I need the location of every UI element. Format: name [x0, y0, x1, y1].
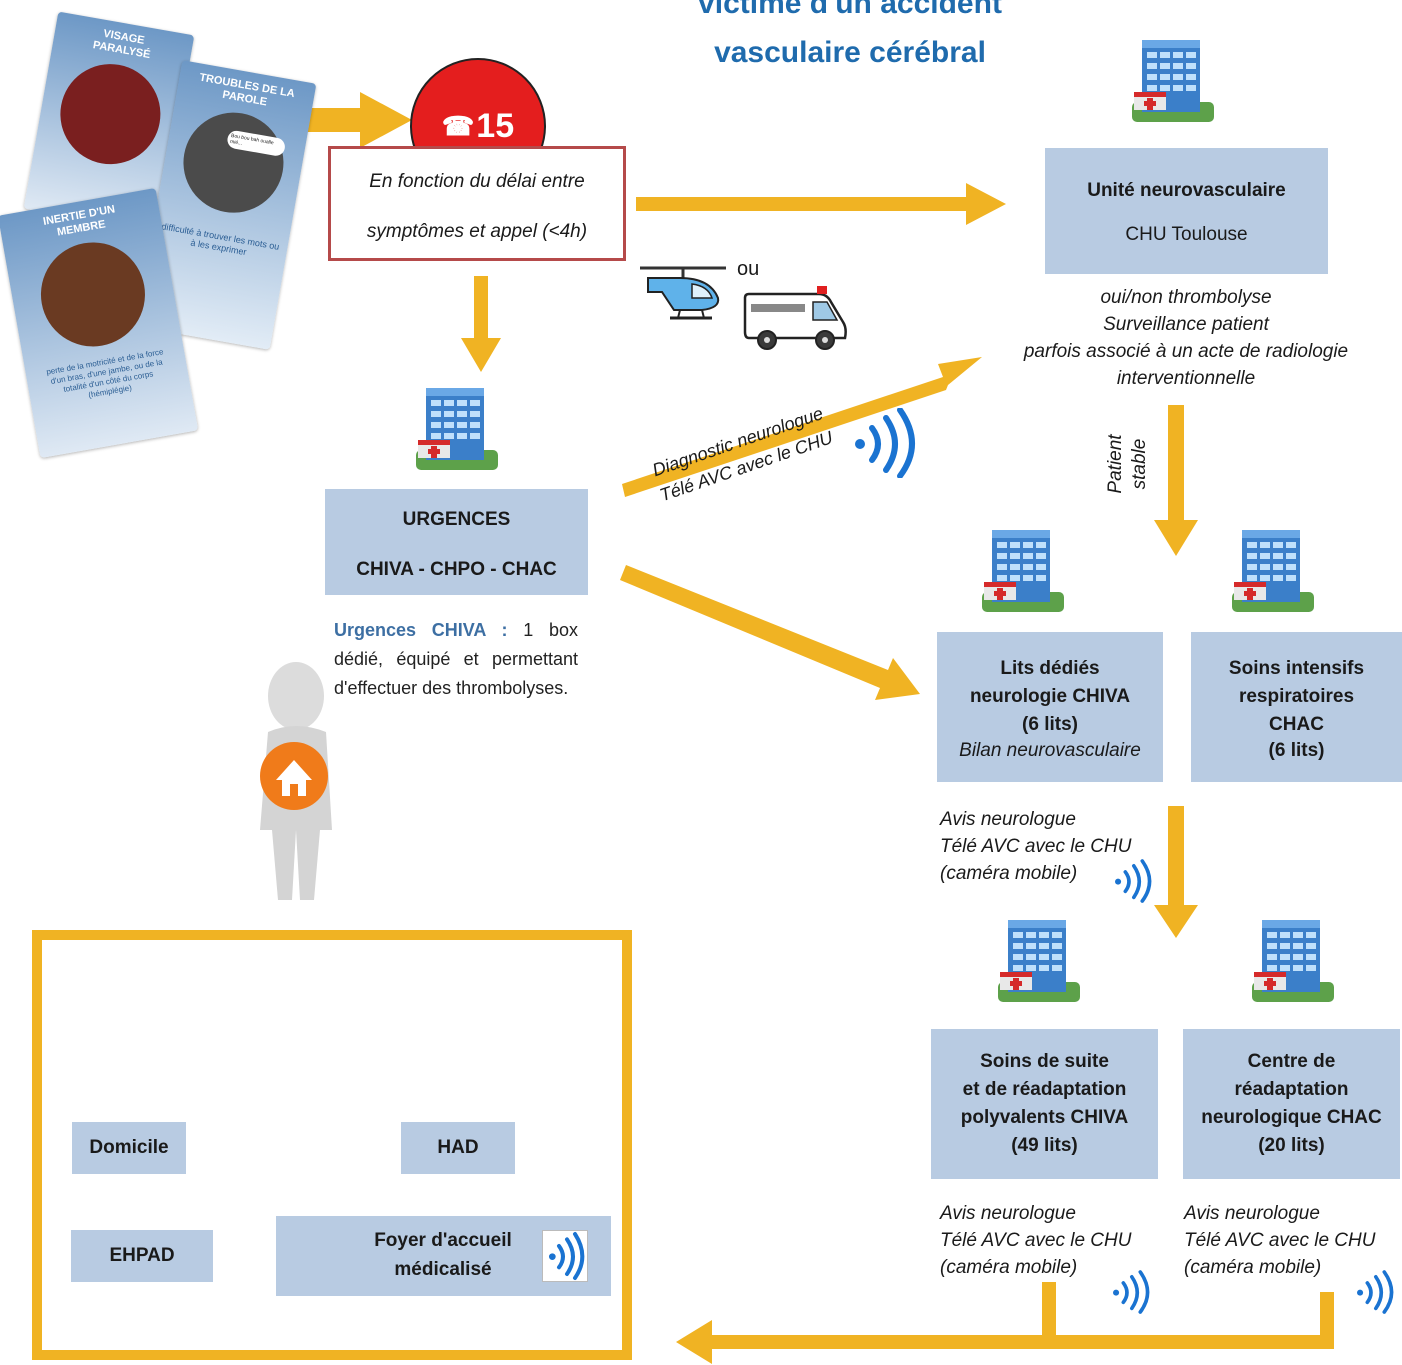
avis-right-line1: Avis neurologue	[1184, 1203, 1320, 1224]
hospital-icon	[416, 388, 498, 470]
neuro-unit-notes: oui/non thrombolyse Surveillance patient…	[996, 284, 1376, 392]
wifi-signal-icon	[1113, 1270, 1150, 1314]
hospital-icon	[998, 920, 1080, 1002]
ambulance-icon	[743, 286, 847, 350]
avis-left-label: Avis neurologue Télé AVC avec le CHU (ca…	[940, 1200, 1160, 1281]
arrow-diag-to-neuro	[622, 357, 982, 497]
neuro-note-3: parfois associé à un acte de radiologie	[1023, 341, 1349, 362]
neuro-note-2: Surveillance patient	[1103, 314, 1269, 335]
avis-left-line2: Télé AVC avec le CHU	[940, 1230, 1132, 1251]
avis-mid-line3: (caméra mobile)	[940, 863, 1078, 884]
avis-right-line3: (caméra mobile)	[1184, 1257, 1322, 1278]
speaking-woman-illustration: Bou bou bah oualle mié...	[175, 104, 292, 221]
arrow-to-lits	[620, 565, 920, 700]
destinations-frame	[32, 930, 632, 1360]
destination-domicile: Domicile	[72, 1122, 186, 1174]
symptom-card-speech-text: difficulté à trouver les mots ou à les e…	[160, 221, 281, 258]
destination-foyer: Foyer d'accueil médicalisé	[276, 1216, 611, 1296]
neuro-unit-subtitle: CHU Toulouse	[1125, 224, 1248, 245]
avis-left-line3: (caméra mobile)	[940, 1257, 1078, 1278]
man-illustration	[32, 234, 154, 355]
urgences-subtitle: CHIVA - CHPO - CHAC	[356, 559, 557, 580]
delay-box: En fonction du délai entre symptômes et …	[328, 146, 626, 261]
crn-box: Centre de réadaptation neurologique CHAC…	[1183, 1029, 1400, 1179]
soins-line4: (6 lits)	[1268, 740, 1325, 761]
lits-dedies-box: Lits dédiés neurologie CHIVA (6 lits) Bi…	[937, 632, 1163, 782]
lits-line4: Bilan neurovasculaire	[959, 740, 1141, 761]
avis-right-line2: Télé AVC avec le CHU	[1184, 1230, 1376, 1251]
avis-mid-line1: Avis neurologue	[940, 809, 1076, 830]
soins-line1: Soins intensifs	[1228, 658, 1365, 679]
arrow-to-rehab	[1154, 806, 1198, 938]
ssr-line1: Soins de suite	[980, 1051, 1109, 1072]
ssr-line4: (49 lits)	[1011, 1135, 1078, 1156]
destination-had: HAD	[401, 1122, 515, 1174]
lits-line1: Lits dédiés	[1000, 658, 1100, 679]
soins-intensifs-box: Soins intensifs respiratoires CHAC (6 li…	[1191, 632, 1402, 782]
home-person-icon	[260, 662, 332, 900]
page-title-line2: vasculaire cérébral	[714, 36, 986, 69]
neuro-note-1: oui/non thrombolyse	[1100, 287, 1272, 308]
wifi-signal-icon	[1115, 859, 1152, 903]
elderly-woman-illustration	[52, 56, 169, 173]
urgences-desc-text: 1 box dédié, équipé et permettant d'effe…	[334, 620, 578, 698]
foyer-line1: Foyer d'accueil	[374, 1230, 512, 1251]
destination-ehpad: EHPAD	[71, 1230, 213, 1282]
crn-line4: (20 lits)	[1258, 1135, 1325, 1156]
urgences-description: Urgences CHIVA : 1 box dédié, équipé et …	[334, 616, 578, 703]
soins-line2: respiratoires	[1238, 686, 1355, 707]
neuro-unit-title: Unité neurovasculaire	[1087, 180, 1286, 201]
samu-number: 15	[476, 106, 515, 145]
soins-line3: CHAC	[1269, 714, 1324, 735]
wifi-signal-icon	[1357, 1270, 1394, 1314]
crn-line2: réadaptation	[1234, 1079, 1349, 1100]
delay-line2: symptômes et appel (<4h)	[366, 221, 588, 242]
crn-line1: Centre de	[1247, 1051, 1336, 1072]
foyer-line2: médicalisé	[394, 1259, 492, 1280]
transport-or-label: ou	[737, 258, 760, 280]
hospital-icon	[1232, 530, 1314, 612]
crn-line3: neurologique CHAC	[1201, 1107, 1382, 1128]
avis-left-line1: Avis neurologue	[940, 1203, 1076, 1224]
page-title-line1: victime d'un accident	[698, 0, 1002, 20]
urgences-box: URGENCES CHIVA - CHPO - CHAC	[325, 489, 588, 595]
urgences-title: URGENCES	[402, 509, 511, 530]
lits-line2: neurologie CHIVA	[969, 686, 1131, 707]
arrow-to-samu	[302, 92, 412, 148]
wifi-signal-icon	[542, 1230, 588, 1282]
avis-mid-line2: Télé AVC avec le CHU	[940, 836, 1132, 857]
avis-mid-label: Avis neurologue Télé AVC avec le CHU (ca…	[940, 806, 1160, 887]
neuro-unit-box: Unité neurovasculaire CHU Toulouse	[1045, 148, 1328, 274]
arrow-to-urgences	[461, 276, 501, 372]
ssr-line2: et de réadaptation	[962, 1079, 1127, 1100]
arrow-return-home	[676, 1282, 1334, 1364]
arrow-to-neuro-unit	[636, 183, 1006, 225]
helicopter-icon	[640, 266, 726, 320]
avis-right-label: Avis neurologue Télé AVC avec le CHU (ca…	[1184, 1200, 1400, 1281]
patient-stable-line2: stable	[1129, 438, 1150, 490]
patient-stable-line1: Patient	[1105, 434, 1126, 494]
arrow-patient-stable	[1154, 405, 1198, 556]
speech-bubble: Bou bou bah oualle mié...	[226, 129, 287, 158]
neuro-note-4: interventionnelle	[1116, 368, 1256, 389]
hospital-icon	[1132, 40, 1214, 122]
ssr-line3: polyvalents CHIVA	[960, 1107, 1129, 1128]
phone-icon: ☎	[441, 110, 475, 141]
patient-stable-label: Patient stable	[1104, 404, 1152, 524]
lits-line3: (6 lits)	[1022, 714, 1078, 735]
symptom-card-limb-text: perte de la motricité et de la force d'u…	[45, 347, 165, 400]
hospital-icon	[1252, 920, 1334, 1002]
wifi-signal-icon	[855, 408, 915, 478]
urgences-desc-label: Urgences CHIVA :	[334, 620, 508, 640]
hospital-icon	[982, 530, 1064, 612]
ssr-box: Soins de suite et de réadaptation polyva…	[931, 1029, 1158, 1179]
delay-line1: En fonction du délai entre	[369, 171, 585, 192]
